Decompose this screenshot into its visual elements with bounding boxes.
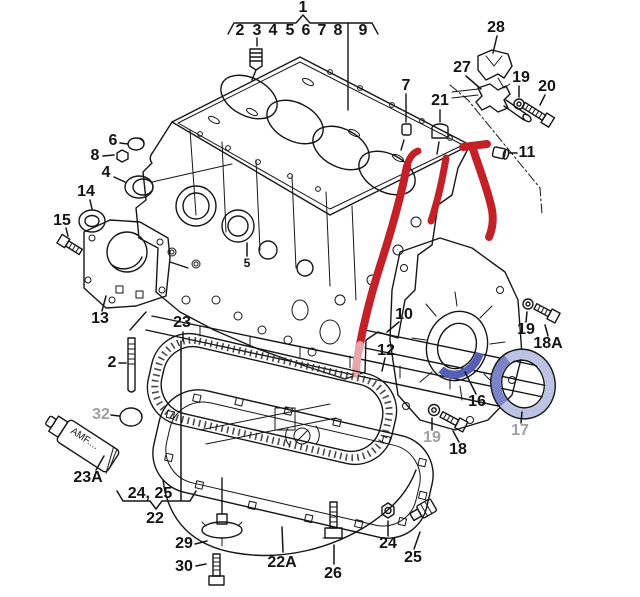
- washer-19-right: [522, 298, 534, 310]
- engine-block: [135, 121, 549, 415]
- oil-level-sensor-29: [201, 477, 243, 547]
- plug-6: [127, 137, 145, 151]
- bolt-20: [521, 101, 556, 128]
- bracket-27: [449, 83, 543, 215]
- drain-plug-25: [409, 498, 437, 522]
- cup-plug-4: [124, 163, 233, 199]
- plug-3: [249, 48, 263, 71]
- plug-7: [400, 93, 412, 151]
- seal-nut-24: [381, 502, 395, 519]
- drain-mark: [285, 425, 320, 447]
- washer-19-mid: [427, 403, 441, 417]
- bolt-18a: [533, 303, 561, 324]
- nut-8: [116, 149, 129, 163]
- plug-32: [119, 407, 143, 427]
- bolt-30: [208, 553, 225, 586]
- leader-lines: [65, 35, 549, 567]
- retainer-28: [477, 49, 513, 89]
- crankshaft-seal-17: [490, 348, 556, 420]
- sealant-tube-label: AMF....: [68, 426, 100, 452]
- stud-2: [127, 311, 147, 393]
- oil-pan-22: [152, 389, 434, 557]
- sealant-tube-23a: [45, 415, 120, 474]
- sealing-flange-13: [83, 219, 189, 309]
- head-gasket: [171, 56, 471, 216]
- seal-ring-14: [78, 209, 106, 233]
- plug-11: [491, 146, 510, 160]
- bolt-18: [439, 411, 469, 433]
- bolt-26: [322, 501, 345, 539]
- cup-plug-21: [431, 109, 449, 155]
- bolt-15: [56, 233, 84, 256]
- front-gasket-red-highlight: [352, 140, 497, 378]
